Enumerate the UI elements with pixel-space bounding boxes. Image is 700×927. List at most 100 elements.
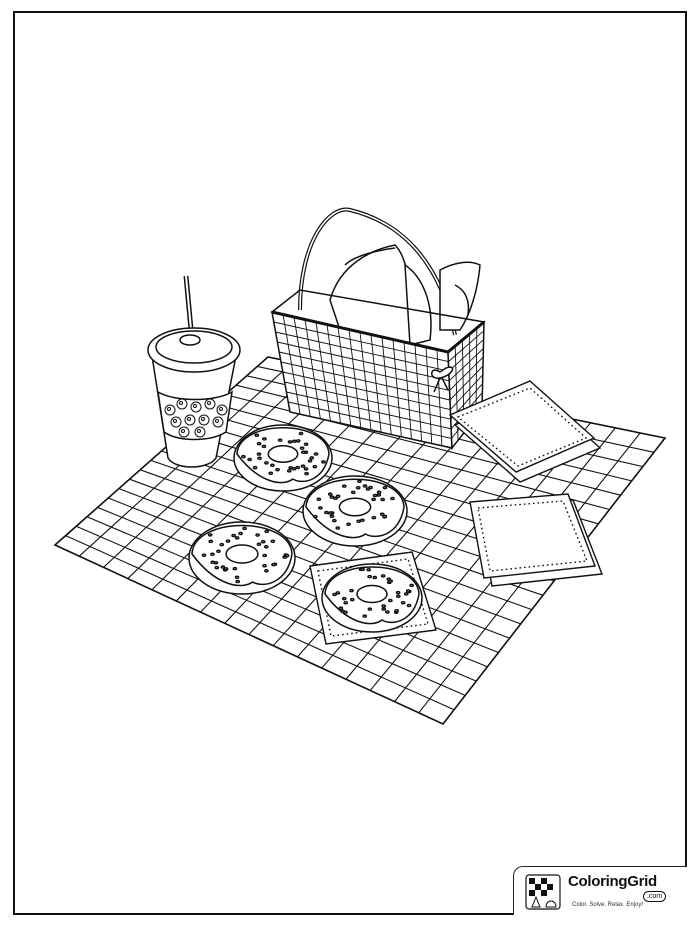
basket-weave-line (279, 351, 450, 391)
sprinkle (256, 441, 262, 446)
sprinkle (349, 597, 355, 602)
sprinkle (286, 469, 292, 473)
sprinkle (262, 437, 267, 441)
sprinkle (355, 486, 361, 490)
basket-weave-line (280, 361, 451, 401)
sprinkle (254, 433, 260, 438)
sprinkle (247, 457, 252, 462)
basket-weave-line (282, 371, 451, 411)
basket-weave-line (284, 381, 451, 420)
cup-bubble (173, 419, 177, 423)
sprinkle (382, 485, 388, 490)
basket-weave-line (449, 356, 484, 391)
brand-tld: .com (643, 891, 667, 902)
sprinkle (390, 496, 395, 501)
donut-top (233, 424, 333, 492)
sprinkle (304, 471, 309, 476)
sprinkle (346, 522, 351, 526)
donut-hole (225, 544, 259, 564)
sprinkle (359, 518, 365, 523)
cup-bubble (193, 404, 197, 408)
sprinkle (406, 603, 412, 608)
sprinkle (333, 496, 338, 501)
sprinkle (238, 531, 243, 536)
sprinkle (270, 539, 276, 544)
basket-weave-line (275, 331, 449, 372)
sprinkle (207, 533, 213, 537)
sprinkle (220, 565, 226, 569)
sprinkle (291, 439, 297, 443)
sprinkle (287, 440, 293, 444)
sprinkle (362, 614, 368, 618)
sprinkle (307, 459, 313, 463)
basket-weave-line (273, 321, 449, 363)
brand-logo-badge[interactable]: ColoringGrid .com Color. Solve. Relax. E… (513, 866, 687, 915)
sprinkle (261, 444, 267, 449)
sprinkle (303, 442, 309, 446)
sprinkle (366, 567, 372, 572)
sprinkle (309, 456, 315, 460)
sprinkle (313, 452, 319, 456)
sprinkle (318, 506, 323, 510)
sprinkle (371, 515, 377, 520)
picnic-basket (270, 207, 486, 451)
donut-on-napkin (321, 563, 423, 633)
sprinkle (349, 588, 354, 593)
sprinkle (242, 526, 247, 531)
cup-bubble (197, 429, 201, 433)
sprinkle (241, 454, 246, 459)
sprinkle (262, 553, 268, 558)
sprinkle (376, 493, 382, 497)
sprinkle (409, 583, 415, 588)
sprinkle (371, 497, 376, 502)
cup-bubble (179, 401, 183, 405)
sprinkle (256, 452, 262, 456)
sprinkle (385, 610, 390, 614)
sprinkle (300, 464, 306, 468)
sprinkle (255, 533, 260, 537)
basket-weave-line (286, 391, 452, 430)
sprinkle (264, 529, 270, 534)
brand-tagline: Color. Solve. Relax. Enjoy! (572, 902, 644, 908)
donut-hole (267, 445, 299, 463)
donut-left (188, 521, 296, 595)
sprinkle (219, 542, 225, 547)
sprinkle (367, 607, 373, 611)
napkin-stack-right (448, 380, 602, 483)
cup-bubble (167, 407, 171, 411)
cup-bubble (181, 429, 185, 433)
sprinkle (341, 596, 347, 601)
sprinkle (327, 492, 333, 496)
basket-weave-line (277, 341, 450, 382)
sprinkle (264, 568, 269, 573)
sprinkle (381, 607, 387, 611)
sprinkle (350, 490, 356, 495)
sprinkle (264, 461, 269, 465)
sprinkle (214, 565, 220, 570)
cup-bubble (201, 417, 205, 421)
sprinkle (405, 589, 411, 593)
sprinkle (234, 575, 240, 580)
sprinkle (380, 497, 386, 502)
sprinkle (356, 519, 361, 523)
sprinkle (327, 511, 333, 515)
basket-weave-line (450, 374, 484, 410)
sprinkle (225, 539, 231, 543)
sprinkle (332, 592, 337, 597)
sprinkle (223, 567, 229, 571)
sprinkle (341, 484, 347, 488)
sprinkle (403, 592, 409, 596)
sprinkle (321, 460, 326, 464)
donut-hole (338, 497, 372, 517)
sprinkle (367, 574, 372, 579)
sprinkle (388, 579, 393, 583)
sprinkle (372, 493, 378, 498)
sprinkle (329, 514, 335, 519)
sprinkle (201, 553, 207, 558)
cup-bubble (207, 401, 211, 405)
sprinkle (208, 539, 214, 544)
sprinkle (332, 518, 337, 523)
sprinkle (365, 487, 371, 491)
sprinkle (357, 479, 362, 483)
sprinkle (299, 446, 305, 450)
